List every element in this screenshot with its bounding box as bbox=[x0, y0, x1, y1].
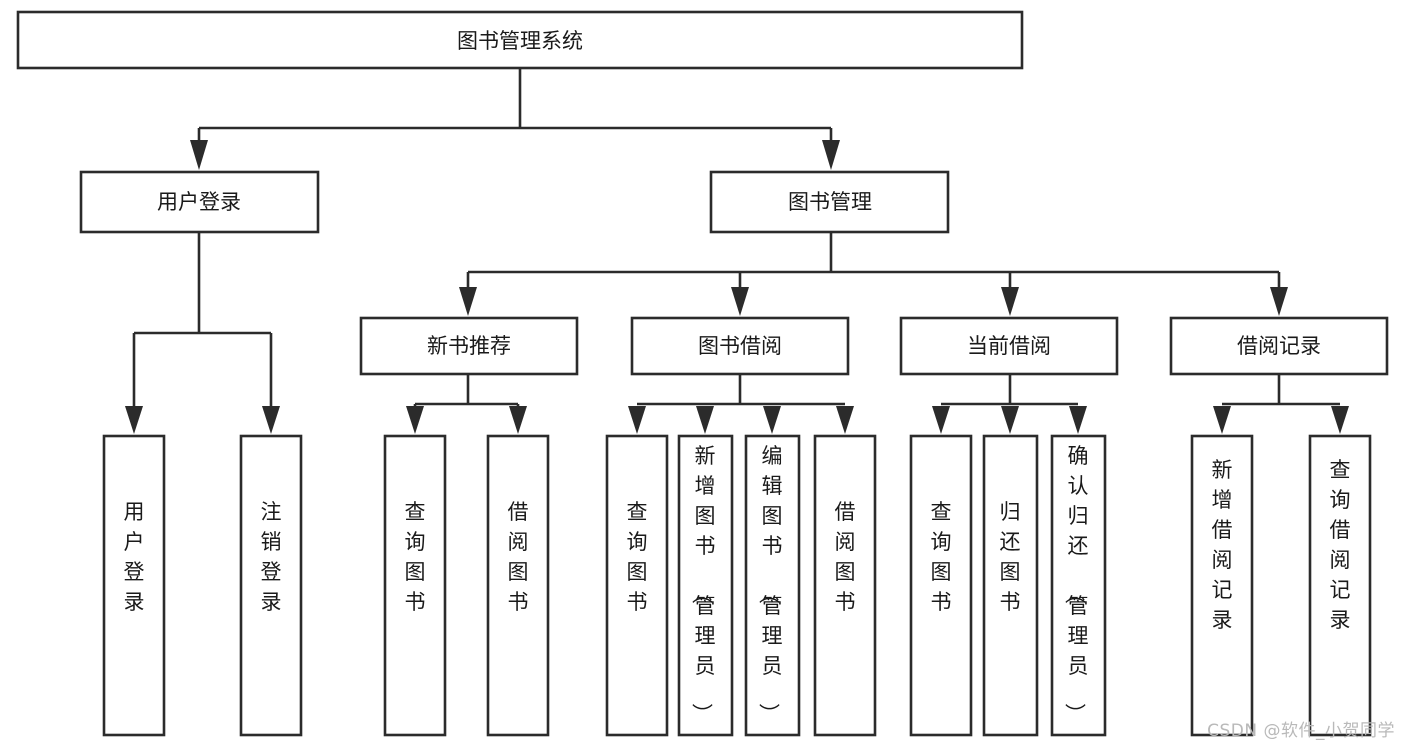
connector-group-current-borrow bbox=[932, 374, 1087, 434]
node-leaf-query-book-2-box[interactable] bbox=[605, 434, 669, 737]
node-leaf-query-book-1-label: 查询图书 bbox=[405, 500, 426, 614]
node-leaf-user-login-box[interactable] bbox=[102, 434, 166, 737]
arrow-cb-child2 bbox=[1001, 406, 1019, 434]
arrow-br-child1 bbox=[1213, 406, 1231, 434]
node-borrow-record-box[interactable] bbox=[1169, 316, 1389, 376]
node-borrow-record[interactable]: 借阅记录 bbox=[1169, 316, 1389, 376]
arrow-bm-to-borrow-record bbox=[1270, 287, 1288, 316]
connector-group-new-book-rec bbox=[406, 374, 527, 434]
node-leaf-add-book[interactable]: 新增图书（管理员） bbox=[677, 434, 734, 737]
arrow-bb-child3 bbox=[763, 406, 781, 434]
node-book-borrow[interactable]: 图书借阅 bbox=[630, 316, 850, 376]
node-leaf-confirm-return[interactable]: 确认归还（管理员） bbox=[1050, 434, 1107, 737]
node-leaf-logout-label: 注销登录 bbox=[261, 500, 282, 614]
node-current-borrow-box[interactable] bbox=[899, 316, 1119, 376]
node-book-borrow-label: 图书借阅 bbox=[698, 334, 782, 358]
node-leaf-logout-box[interactable] bbox=[239, 434, 303, 737]
node-leaf-query-book-2[interactable]: 查询图书 bbox=[605, 434, 669, 737]
node-root-box[interactable] bbox=[16, 10, 1024, 70]
node-leaf-borrow-book-2[interactable]: 借阅图书 bbox=[813, 434, 877, 737]
connector-group-borrow-record bbox=[1213, 374, 1349, 434]
node-leaf-query-record-box[interactable] bbox=[1308, 434, 1372, 737]
arrow-bb-child4 bbox=[836, 406, 854, 434]
arrow-ul-child1 bbox=[125, 406, 143, 434]
node-leaf-user-login[interactable]: 用户登录 bbox=[102, 434, 166, 737]
node-leaf-borrow-book-2-label: 借阅图书 bbox=[835, 500, 856, 614]
node-leaf-add-record-label: 新增借阅记录 bbox=[1212, 458, 1233, 632]
node-user-login[interactable]: 用户登录 bbox=[79, 170, 320, 234]
node-user-login-box[interactable] bbox=[79, 170, 320, 234]
connector-group-book-manage bbox=[459, 232, 1288, 316]
arrow-br-child2 bbox=[1331, 406, 1349, 434]
node-leaf-add-record[interactable]: 新增借阅记录 bbox=[1190, 434, 1254, 737]
node-current-borrow-label: 当前借阅 bbox=[967, 334, 1051, 358]
arrow-cb-child3 bbox=[1069, 406, 1087, 434]
connector-group-root bbox=[190, 68, 840, 170]
node-root[interactable]: 图书管理系统 bbox=[16, 10, 1024, 70]
node-book-borrow-box[interactable] bbox=[630, 316, 850, 376]
arrow-root-to-user-login bbox=[190, 140, 208, 170]
node-leaf-edit-book-label: 编辑图书（管理员） bbox=[757, 444, 783, 724]
node-leaf-confirm-return-label: 确认归还（管理员） bbox=[1063, 444, 1089, 724]
node-leaf-return-book[interactable]: 归还图书 bbox=[982, 434, 1039, 737]
node-book-manage[interactable]: 图书管理 bbox=[709, 170, 950, 234]
node-leaf-query-book-3[interactable]: 查询图书 bbox=[909, 434, 973, 737]
connector-group-book-borrow bbox=[628, 374, 854, 434]
node-leaf-return-book-label: 归还图书 bbox=[1000, 500, 1021, 614]
arrow-bm-to-new-book-rec bbox=[459, 287, 477, 316]
node-new-book-rec[interactable]: 新书推荐 bbox=[359, 316, 579, 376]
node-root-label: 图书管理系统 bbox=[457, 29, 583, 53]
node-leaf-query-book-1[interactable]: 查询图书 bbox=[383, 434, 447, 737]
node-book-manage-box[interactable] bbox=[709, 170, 950, 234]
arrow-bb-child2 bbox=[696, 406, 714, 434]
node-new-book-rec-box[interactable] bbox=[359, 316, 579, 376]
connector-group-user-login bbox=[125, 232, 280, 434]
arrow-cb-child1 bbox=[932, 406, 950, 434]
node-leaf-query-record[interactable]: 查询借阅记录 bbox=[1308, 434, 1372, 737]
node-current-borrow[interactable]: 当前借阅 bbox=[899, 316, 1119, 376]
node-leaf-query-book-2-label: 查询图书 bbox=[627, 500, 648, 614]
arrow-ul-child2 bbox=[262, 406, 280, 434]
arrow-bb-child1 bbox=[628, 406, 646, 434]
arrow-bm-to-book-borrow bbox=[731, 287, 749, 316]
node-leaf-logout[interactable]: 注销登录 bbox=[239, 434, 303, 737]
node-leaf-user-login-label: 用户登录 bbox=[124, 500, 145, 614]
node-leaf-query-book-3-label: 查询图书 bbox=[931, 500, 952, 614]
node-leaf-edit-book-box[interactable] bbox=[744, 434, 801, 737]
node-borrow-record-label: 借阅记录 bbox=[1237, 334, 1321, 358]
node-leaf-borrow-book-1-label: 借阅图书 bbox=[508, 500, 529, 614]
node-leaf-query-record-label: 查询借阅记录 bbox=[1330, 458, 1351, 632]
arrow-bm-to-current-borrow bbox=[1001, 287, 1019, 316]
arrow-root-to-book-manage bbox=[822, 140, 840, 170]
csdn-watermark: CSDN @软件_小贺同学 bbox=[1207, 721, 1395, 741]
node-leaf-add-book-label: 新增图书（管理员） bbox=[690, 444, 716, 724]
node-new-book-rec-label: 新书推荐 bbox=[427, 334, 511, 358]
node-leaf-borrow-book-1-box[interactable] bbox=[486, 434, 550, 737]
node-leaf-return-book-box[interactable] bbox=[982, 434, 1039, 737]
arrow-nbr-child2 bbox=[509, 406, 527, 434]
node-book-manage-label: 图书管理 bbox=[788, 190, 872, 214]
node-leaf-query-book-1-box[interactable] bbox=[383, 434, 447, 737]
node-leaf-borrow-book-2-box[interactable] bbox=[813, 434, 877, 737]
arrow-nbr-child1 bbox=[406, 406, 424, 434]
node-leaf-query-book-3-box[interactable] bbox=[909, 434, 973, 737]
node-leaf-borrow-book-1[interactable]: 借阅图书 bbox=[486, 434, 550, 737]
node-leaf-edit-book[interactable]: 编辑图书（管理员） bbox=[744, 434, 801, 737]
node-leaf-confirm-return-box[interactable] bbox=[1050, 434, 1107, 737]
node-leaf-add-book-box[interactable] bbox=[677, 434, 734, 737]
node-user-login-label: 用户登录 bbox=[157, 190, 241, 214]
node-leaf-add-record-box[interactable] bbox=[1190, 434, 1254, 737]
